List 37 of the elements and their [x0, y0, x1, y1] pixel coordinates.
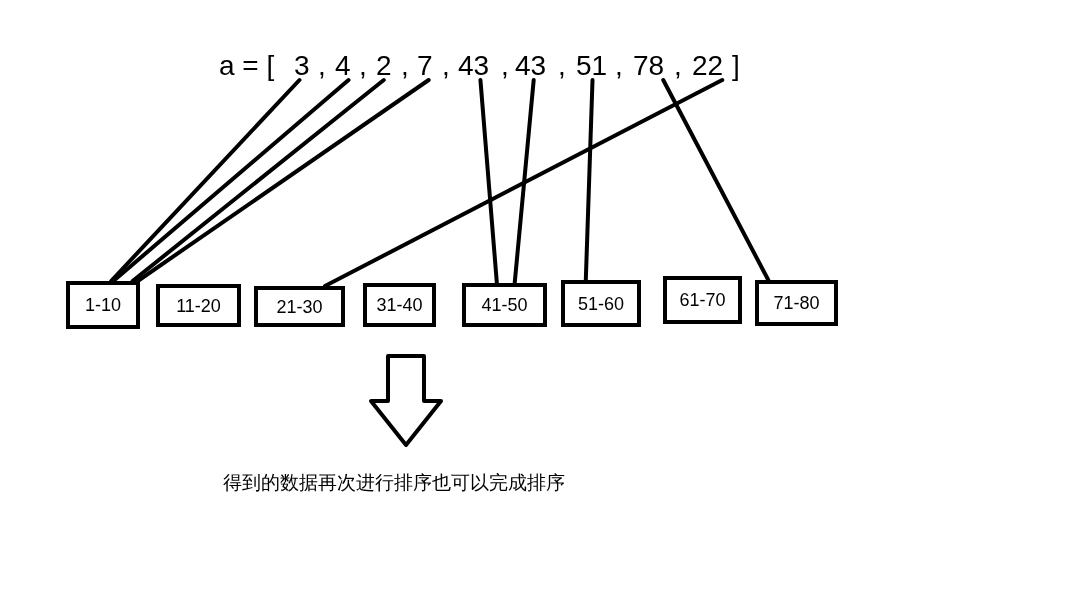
connector-line — [135, 78, 431, 283]
bucket-box: 61-70 — [663, 276, 742, 324]
array-value: 78 — [633, 52, 665, 80]
comma-separator: , — [615, 52, 623, 80]
bucket-box: 31-40 — [363, 283, 436, 327]
array-value: 22 — [692, 52, 724, 80]
array-value: 7 — [417, 52, 433, 80]
comma-separator: , — [674, 52, 682, 80]
connector-line — [512, 78, 536, 285]
array-value: 43 — [458, 52, 490, 80]
array-value: 51 — [576, 52, 608, 80]
bucket-box: 41-50 — [462, 283, 547, 327]
note-text: 得到的数据再次进行排序也可以完成排序 — [223, 473, 565, 492]
connector-line — [661, 78, 771, 282]
connector-line — [323, 78, 725, 288]
array-value: 43 — [515, 52, 547, 80]
array-opening-text: a = [ — [219, 52, 275, 80]
array-value: 2 — [376, 52, 392, 80]
connector-line — [109, 78, 302, 283]
connector-line — [130, 78, 386, 283]
bucket-box: 11-20 — [156, 284, 241, 327]
bucket-box: 71-80 — [755, 280, 838, 326]
comma-separator: , — [501, 52, 509, 80]
comma-separator: , — [401, 52, 409, 80]
array-value: 4 — [335, 52, 351, 80]
comma-separator: , — [558, 52, 566, 80]
comma-separator: , — [359, 52, 367, 80]
comma-separator: , — [442, 52, 450, 80]
connector-line — [111, 78, 351, 283]
bucket-box: 21-30 — [254, 286, 345, 327]
connector-line — [478, 78, 499, 285]
connector-line — [583, 78, 595, 282]
array-closing-bracket: ] — [732, 52, 740, 80]
bucket-box: 1-10 — [66, 281, 140, 329]
comma-separator: , — [318, 52, 326, 80]
bucket-box: 51-60 — [561, 280, 641, 327]
array-value: 3 — [294, 52, 310, 80]
